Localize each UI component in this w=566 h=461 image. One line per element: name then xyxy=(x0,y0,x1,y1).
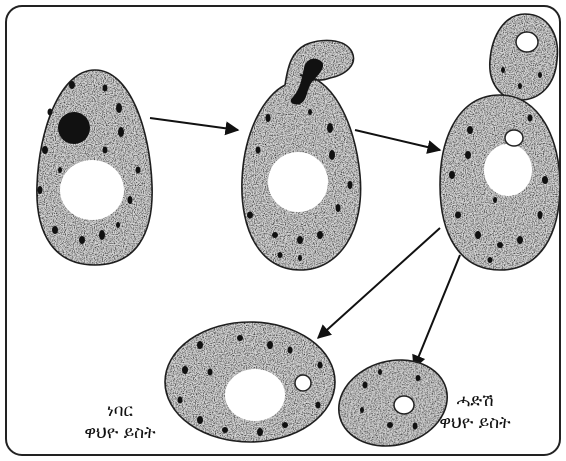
arrow-2 xyxy=(355,130,440,150)
old-cell-label-line2: ዋህዮ ይስት xyxy=(72,422,168,444)
old-yeast-cell xyxy=(165,322,335,442)
old-cell-label: ነባር ዋህዮ ይስት xyxy=(72,400,168,444)
vacuole xyxy=(484,144,532,196)
new-cell-label: ሓድሽ ዋህዮ ይስት xyxy=(425,390,525,434)
cell-forming-bud xyxy=(242,40,361,270)
budding-cell xyxy=(440,14,560,270)
vacuole xyxy=(268,152,328,212)
arrow-1 xyxy=(150,118,238,130)
new-cell-label-line1: ሓድሽ xyxy=(425,390,525,412)
vacuole xyxy=(60,160,124,220)
new-cell-label-line2: ዋህዮ ይስት xyxy=(425,412,525,434)
old-cell-label-line1: ነባር xyxy=(72,400,168,422)
parent-cell xyxy=(37,70,152,265)
vacuole xyxy=(225,369,285,421)
nucleus xyxy=(58,112,90,144)
arrow-4 xyxy=(414,255,460,368)
